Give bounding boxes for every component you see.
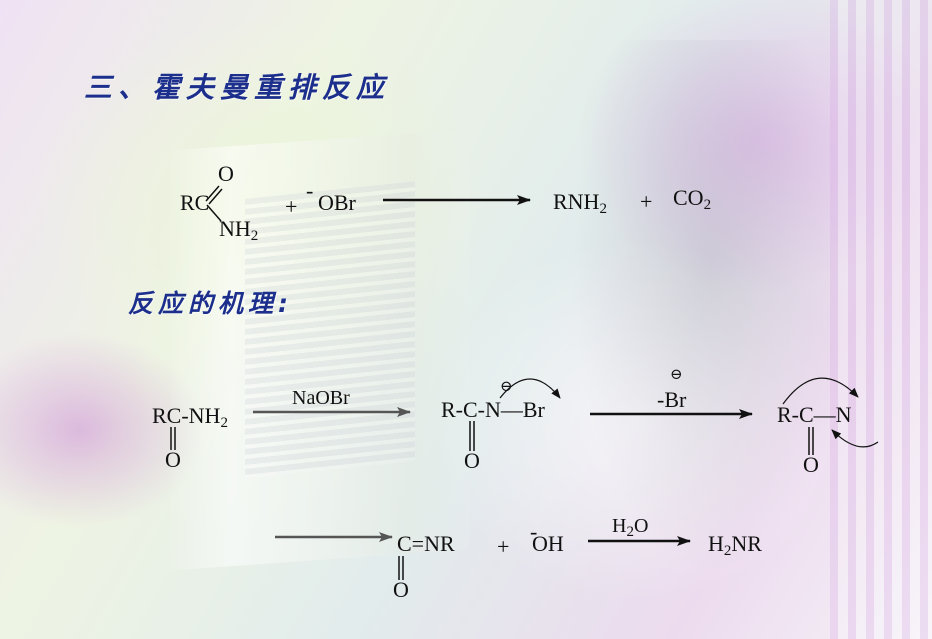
overall-product-co2: CO2	[673, 185, 712, 213]
overall-reactant-nh2: NH2	[219, 216, 259, 244]
overall-carbonyl-o: O	[218, 161, 234, 186]
step1-reagent: NaOBr	[292, 387, 350, 409]
overall-reactant-rc: RC	[180, 190, 210, 215]
step4-product: H2NR	[708, 531, 762, 559]
step3-nitrene: R-C—N	[777, 402, 852, 427]
step3-electron-arrow-bottom	[831, 429, 879, 448]
overall-product-rnh2: RNH2	[553, 189, 607, 217]
step3-electron-arrow-top	[782, 377, 859, 405]
step3-carbonyl-o: O	[803, 452, 819, 477]
step4-water: H2O	[612, 515, 649, 540]
step2-loss-label: -Br	[657, 387, 687, 412]
step4-plus: +	[497, 534, 510, 559]
step2-electron-arrow	[499, 378, 561, 399]
step2-loss-mark: ⊖	[670, 367, 683, 383]
overall-plus-1: +	[285, 194, 298, 219]
carbonyl-double-bonds	[170, 421, 814, 580]
overall-bonds	[205, 185, 223, 222]
slide-title: 三、霍夫曼重排反应	[84, 71, 391, 104]
overall-reagent-obr: OBr	[318, 190, 356, 215]
overall-plus-2: +	[640, 189, 653, 214]
overall-charge-minus: -	[306, 178, 314, 203]
step2-carbonyl-o: O	[464, 448, 480, 473]
step1-reactant: RC-NH2	[152, 403, 228, 431]
step4-isocyanate: C=NR	[397, 531, 455, 556]
step4-carbonyl-o: O	[393, 577, 409, 602]
step4-hydroxide: OH	[532, 531, 564, 556]
step1-carbonyl-o: O	[165, 447, 181, 472]
step4-charge-minus: -	[530, 519, 538, 544]
overall-co-double-bond-a	[205, 185, 220, 202]
step2-intermediate: R-C-N—Br	[441, 397, 545, 422]
overall-co-double-bond-b	[208, 188, 223, 205]
step2-anion-mark: ⊖	[500, 379, 513, 395]
overall-cn-bond	[206, 204, 222, 222]
mechanism-heading: 反应的机理:	[128, 289, 293, 318]
